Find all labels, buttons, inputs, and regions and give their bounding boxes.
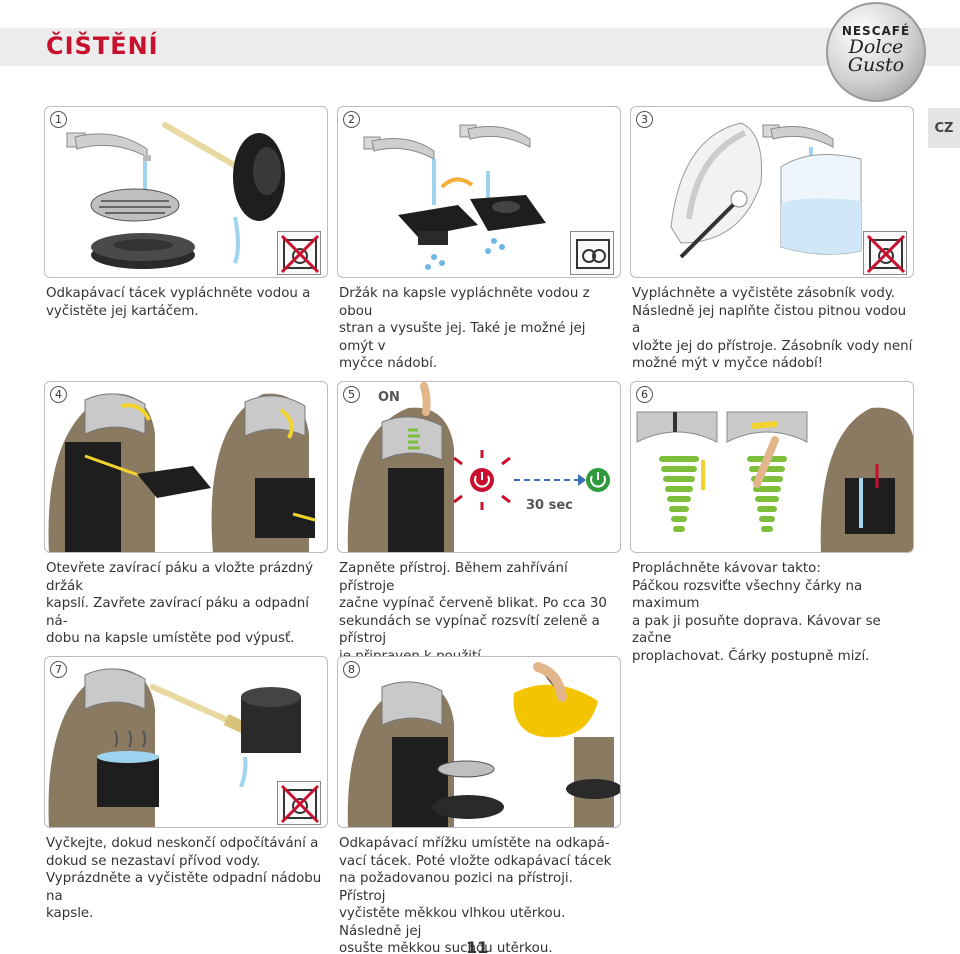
- header-band: [0, 28, 960, 66]
- logo-line-3: Gusto: [847, 54, 905, 76]
- step-2-caption: Držák na kapsle vypláchněte vodou z obou…: [339, 286, 590, 371]
- step-number-1: 1: [50, 111, 67, 128]
- page-title: ČIŠTĚNÍ: [46, 32, 159, 60]
- step-6-illustration: 6: [630, 381, 914, 553]
- on-label: ON: [378, 390, 400, 405]
- brand-logo: NESCAFÉ Dolce Gusto: [826, 2, 926, 102]
- power-on-heating-image: [347, 382, 610, 552]
- step-3-caption: Vypláchněte a vyčistěte zásobník vody. N…: [632, 286, 913, 371]
- page-number: 11: [466, 938, 489, 954]
- step-number-5: 5: [343, 386, 360, 403]
- step-8-caption: Odkapávací mřížku umístěte na odkapá- va…: [339, 836, 612, 954]
- lever-capsule-holder-image: [48, 393, 316, 552]
- faucet-drip-tray-brush-image: [66, 122, 285, 269]
- step-number-6: 6: [636, 386, 653, 403]
- no-dishwasher-icon: [863, 231, 907, 275]
- capsule-holder-rinse-image: [363, 124, 546, 270]
- step-number-4: 4: [50, 386, 67, 403]
- step-1-caption: Odkapávací tácek vypláchněte vodou a vyč…: [46, 286, 311, 319]
- timer-label: 30 sec: [526, 498, 573, 513]
- step-4-caption: Otevřete zavírací páku a vložte prázdný …: [46, 561, 314, 646]
- dishwasher-safe-icon: [570, 231, 614, 275]
- step-7-caption: Vyčkejte, dokud neskončí odpočítávání a …: [46, 836, 322, 921]
- language-tab: CZ: [928, 108, 960, 148]
- step-number-3: 3: [636, 111, 653, 128]
- step-1-illustration: 1: [44, 106, 328, 278]
- step-5-caption: Zapněte přístroj. Během zahřívání přístr…: [339, 561, 607, 664]
- step-6-caption: Propláchněte kávovar takto: Páčkou rozsv…: [632, 561, 881, 664]
- step-8-illustration: 8: [337, 656, 621, 828]
- step-4-illustration: 4: [44, 381, 328, 553]
- step-3-illustration: 3: [630, 106, 914, 278]
- step-5-illustration: 5 ON 30 sec: [337, 381, 621, 553]
- no-dishwasher-icon: [277, 231, 321, 275]
- step-number-7: 7: [50, 661, 67, 678]
- empty-capsule-container-image: [48, 668, 301, 827]
- lever-max-rinse-image: [636, 407, 913, 552]
- step-2-illustration: 2: [337, 106, 621, 278]
- step-number-2: 2: [343, 111, 360, 128]
- logo-line-2: Dolce: [848, 36, 904, 58]
- step-7-illustration: 7: [44, 656, 328, 828]
- logo-line-1: NESCAFÉ: [841, 24, 911, 38]
- no-dishwasher-icon: [277, 781, 321, 825]
- step-number-8: 8: [343, 661, 360, 678]
- water-tank-clean-image: [670, 122, 862, 259]
- wipe-machine-cloth-image: [347, 662, 620, 827]
